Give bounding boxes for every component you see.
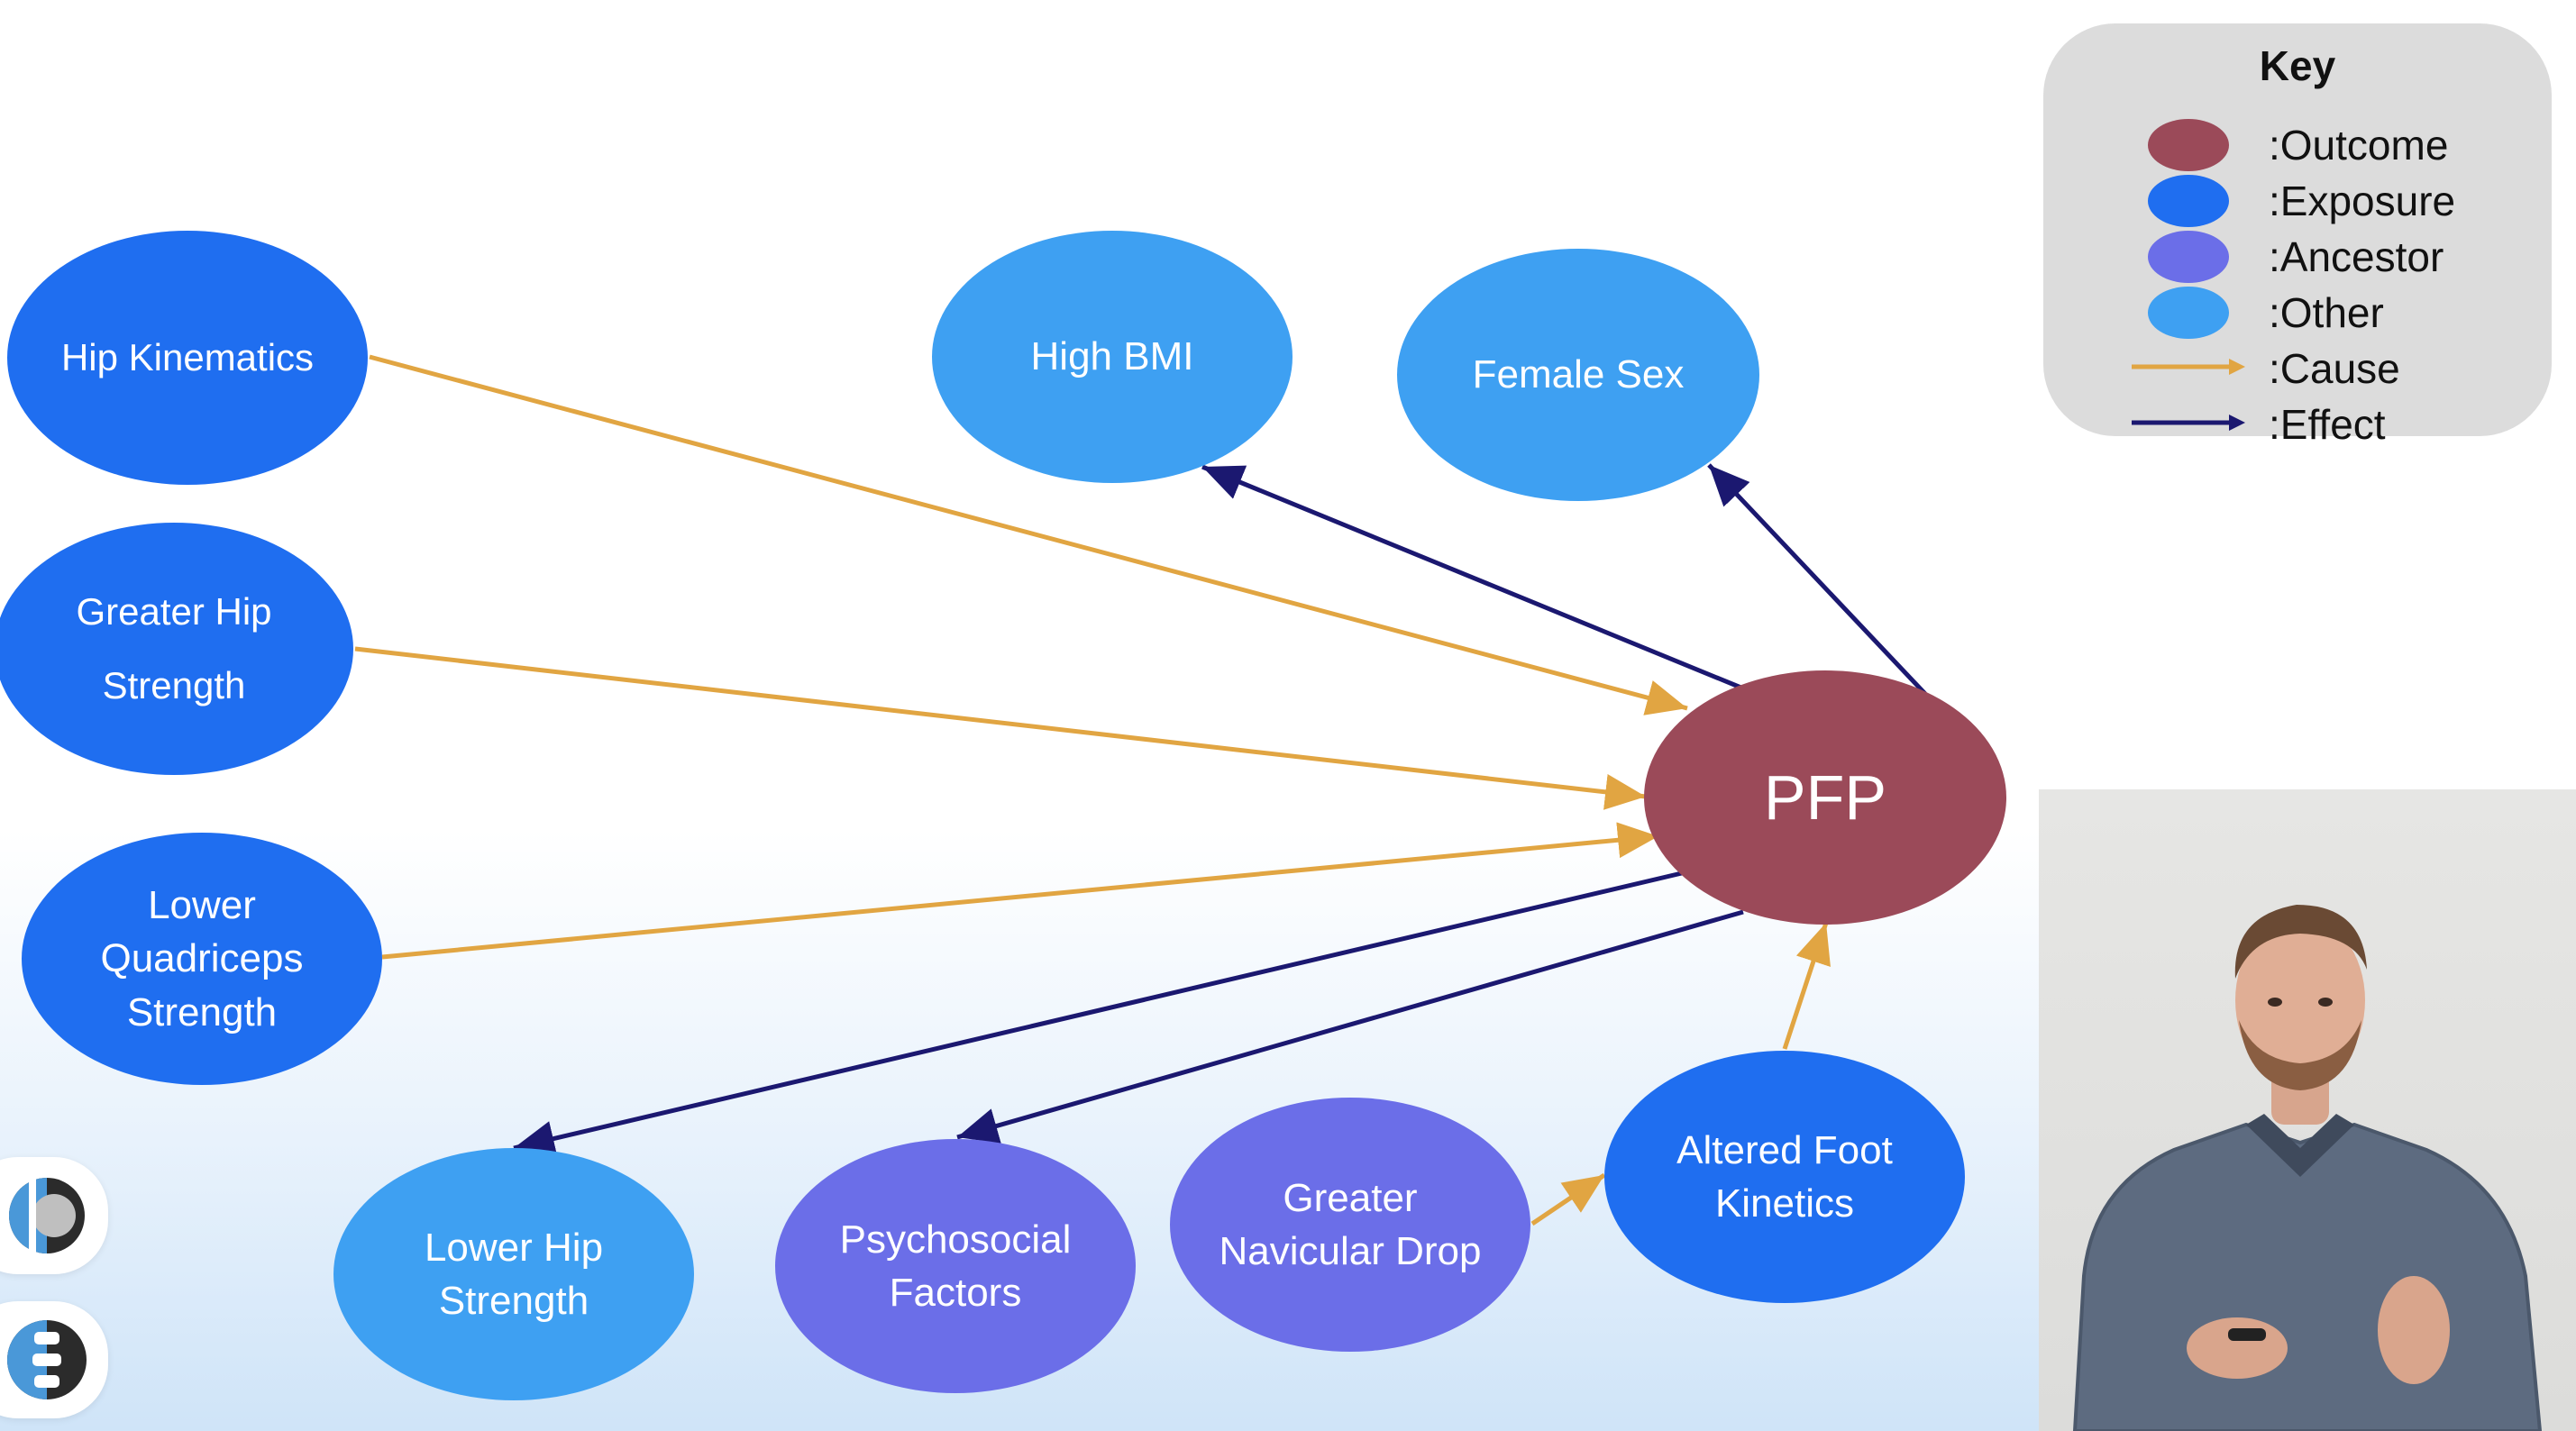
- cause-arrow-foot-kinetics-to-pfp: [1782, 922, 1831, 1050]
- node-label: Greater Hip: [76, 590, 272, 633]
- node-label: Strength: [438, 1279, 589, 1323]
- node-label: Quadriceps: [100, 936, 304, 981]
- node-label: Hip Kinematics: [60, 335, 315, 378]
- legend-title: Key: [2259, 42, 2336, 89]
- node-label: Lower: [148, 882, 256, 927]
- node-female-sex: Female Sex: [1397, 249, 1759, 501]
- legend-label-outcome: :Outcome: [2269, 122, 2449, 169]
- presenter-video: [2039, 789, 2576, 1431]
- node-label: Psychosocial: [839, 1217, 1072, 1262]
- node-label: Navicular Drop: [1219, 1229, 1482, 1273]
- node-label: Lower Hip: [424, 1225, 604, 1270]
- other-swatch-icon: [2148, 287, 2229, 339]
- legend-row-outcome: :Outcome: [2043, 117, 2552, 173]
- node-hip-kinematics: Hip Kinematics: [7, 231, 368, 485]
- effect-arrow-pfp-to-female-sex: [1707, 463, 1927, 696]
- legend-label-cause: :Cause: [2269, 345, 2400, 392]
- node-lower-hip-strength: Lower Hip Strength: [333, 1148, 694, 1400]
- legend-label-ancestor: :Ancestor: [2269, 233, 2444, 280]
- node-altered-foot-kinetics: Altered Foot Kinetics: [1604, 1051, 1965, 1303]
- node-label: Kinetics: [1714, 1181, 1855, 1226]
- node-high-bmi: High BMI: [932, 231, 1293, 483]
- exposure-swatch-icon: [2148, 175, 2229, 227]
- node-label: Female Sex: [1472, 352, 1685, 397]
- cause-arrow-lower-quadriceps-to-pfp: [381, 822, 1659, 960]
- legend-row-exposure: :Exposure: [2043, 173, 2552, 229]
- node-label: Strength: [126, 989, 278, 1035]
- node-pfp-outcome: PFP: [1644, 670, 2006, 925]
- node-label: Factors: [889, 1271, 1022, 1315]
- node-greater-hip-strength: Greater Hip Strength: [0, 523, 353, 775]
- legend-row-effect: :Effect: [2043, 396, 2552, 452]
- node-lower-quadriceps-strength: Lower Quadriceps Strength: [22, 833, 382, 1085]
- legend-row-ancestor: :Ancestor: [2043, 229, 2552, 285]
- node-label: PFP: [1763, 762, 1887, 833]
- effect-arrow-icon: [2132, 415, 2245, 431]
- cause-arrow-navicular-drop-to-foot-kinetics: [1530, 1172, 1606, 1226]
- node-label: Altered Foot: [1676, 1127, 1893, 1172]
- presenter-figure: [2072, 905, 2543, 1431]
- legend-key: Key :Outcome :Exposure :Ancestor :Other …: [2043, 23, 2552, 448]
- cause-arrow-greater-hip-strength-to-pfp: [354, 646, 1647, 810]
- legend-label-other: :Other: [2269, 289, 2384, 336]
- legend-label-exposure: :Exposure: [2269, 178, 2456, 224]
- legend-label-effect: :Effect: [2269, 401, 2386, 448]
- cause-arrow-hip-kinematics-to-pfp: [369, 354, 1688, 716]
- node-label: High BMI: [1030, 334, 1194, 379]
- effect-arrow-pfp-to-high-bmi: [1201, 464, 1744, 691]
- legend-row-cause: :Cause: [2043, 341, 2552, 396]
- half-circle-logo-icon: [0, 1157, 108, 1274]
- node-label: Greater: [1283, 1175, 1418, 1220]
- cause-arrow-icon: [2132, 359, 2245, 375]
- node-label: Strength: [102, 664, 246, 706]
- legend-row-other: :Other: [2043, 285, 2552, 341]
- effect-arrow-pfp-to-psychosocial: [956, 909, 1744, 1144]
- outcome-swatch-icon: [2148, 119, 2229, 171]
- effect-arrow-pfp-to-lower-hip-strength: [513, 870, 1686, 1157]
- spine-logo-icon: [0, 1301, 108, 1418]
- node-psychosocial-factors: Psychosocial Factors: [775, 1139, 1136, 1393]
- ancestor-swatch-icon: [2148, 231, 2229, 283]
- node-greater-navicular-drop: Greater Navicular Drop: [1170, 1098, 1530, 1352]
